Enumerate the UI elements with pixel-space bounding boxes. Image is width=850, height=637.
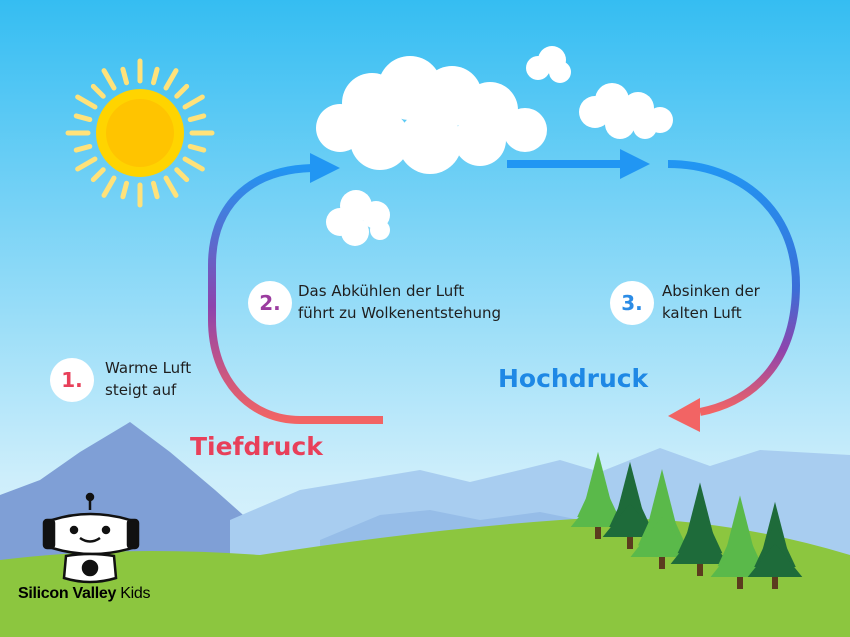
sun-ray: [174, 167, 190, 183]
sun-ray: [187, 143, 207, 153]
high-pressure-label: Hochdruck: [498, 364, 649, 393]
step-number-badge: 3.: [610, 281, 654, 325]
sun-ray: [174, 83, 190, 99]
sun-ray: [163, 175, 179, 198]
sun-ray: [182, 94, 205, 110]
tree: [747, 501, 803, 589]
step-line: Absinken der: [662, 282, 760, 300]
cloud-icon: [316, 56, 547, 174]
step-description: Warme Luft steigt auf: [105, 357, 191, 401]
sun-ray: [101, 175, 117, 198]
sun-ray: [90, 167, 106, 183]
flow-arrow: [507, 160, 625, 168]
step-description: Das Abkühlen der Luft führt zu Wolkenent…: [298, 280, 501, 324]
robot-logo-icon: [42, 492, 140, 584]
tree: [710, 495, 770, 589]
sun-ray: [73, 143, 93, 153]
tree: [602, 461, 658, 549]
step-line: Das Abkühlen der Luft: [298, 282, 465, 300]
tree-icon: [570, 451, 803, 589]
step-line: Warme Luft: [105, 359, 192, 377]
step-line: steigt auf: [105, 381, 177, 399]
low-pressure-label: Tiefdruck: [190, 432, 323, 461]
sun-ray: [75, 94, 98, 110]
tree: [570, 451, 626, 539]
cloud-icon: [526, 46, 571, 83]
cloud-icon: [326, 190, 390, 246]
arrow-icon: [668, 398, 700, 432]
step-description: Absinken der kalten Luft: [662, 280, 760, 324]
sun-ray: [150, 180, 160, 200]
step-number-badge: 2.: [248, 281, 292, 325]
tree: [630, 469, 694, 569]
sun-ray: [73, 113, 93, 123]
sun-icon: [65, 58, 215, 208]
grass: [0, 518, 850, 637]
tree: [670, 482, 730, 576]
sun-ray: [120, 66, 130, 86]
sun-ray: [187, 113, 207, 123]
cloud-icon: [579, 83, 673, 139]
sinking-air-arrow: [667, 160, 801, 416]
sun-ray: [90, 83, 106, 99]
step-number-badge: 1.: [50, 358, 94, 402]
brand-name-light: Kids: [120, 585, 151, 602]
arrow-icon: [620, 149, 650, 179]
brand-logo-text: Silicon Valley Kids: [18, 585, 150, 603]
sun-ray: [101, 68, 117, 91]
sun-ray: [150, 66, 160, 86]
step-line: kalten Luft: [662, 304, 742, 322]
sun-ray: [182, 156, 205, 172]
arrow-icon: [310, 153, 340, 183]
sun-ray: [75, 156, 98, 172]
sun-ray: [120, 180, 130, 200]
brand-name-bold: Silicon Valley: [18, 585, 117, 602]
rising-air-arrow: [208, 164, 383, 424]
sun-ray: [163, 68, 179, 91]
step-line: führt zu Wolkenentstehung: [298, 304, 502, 322]
